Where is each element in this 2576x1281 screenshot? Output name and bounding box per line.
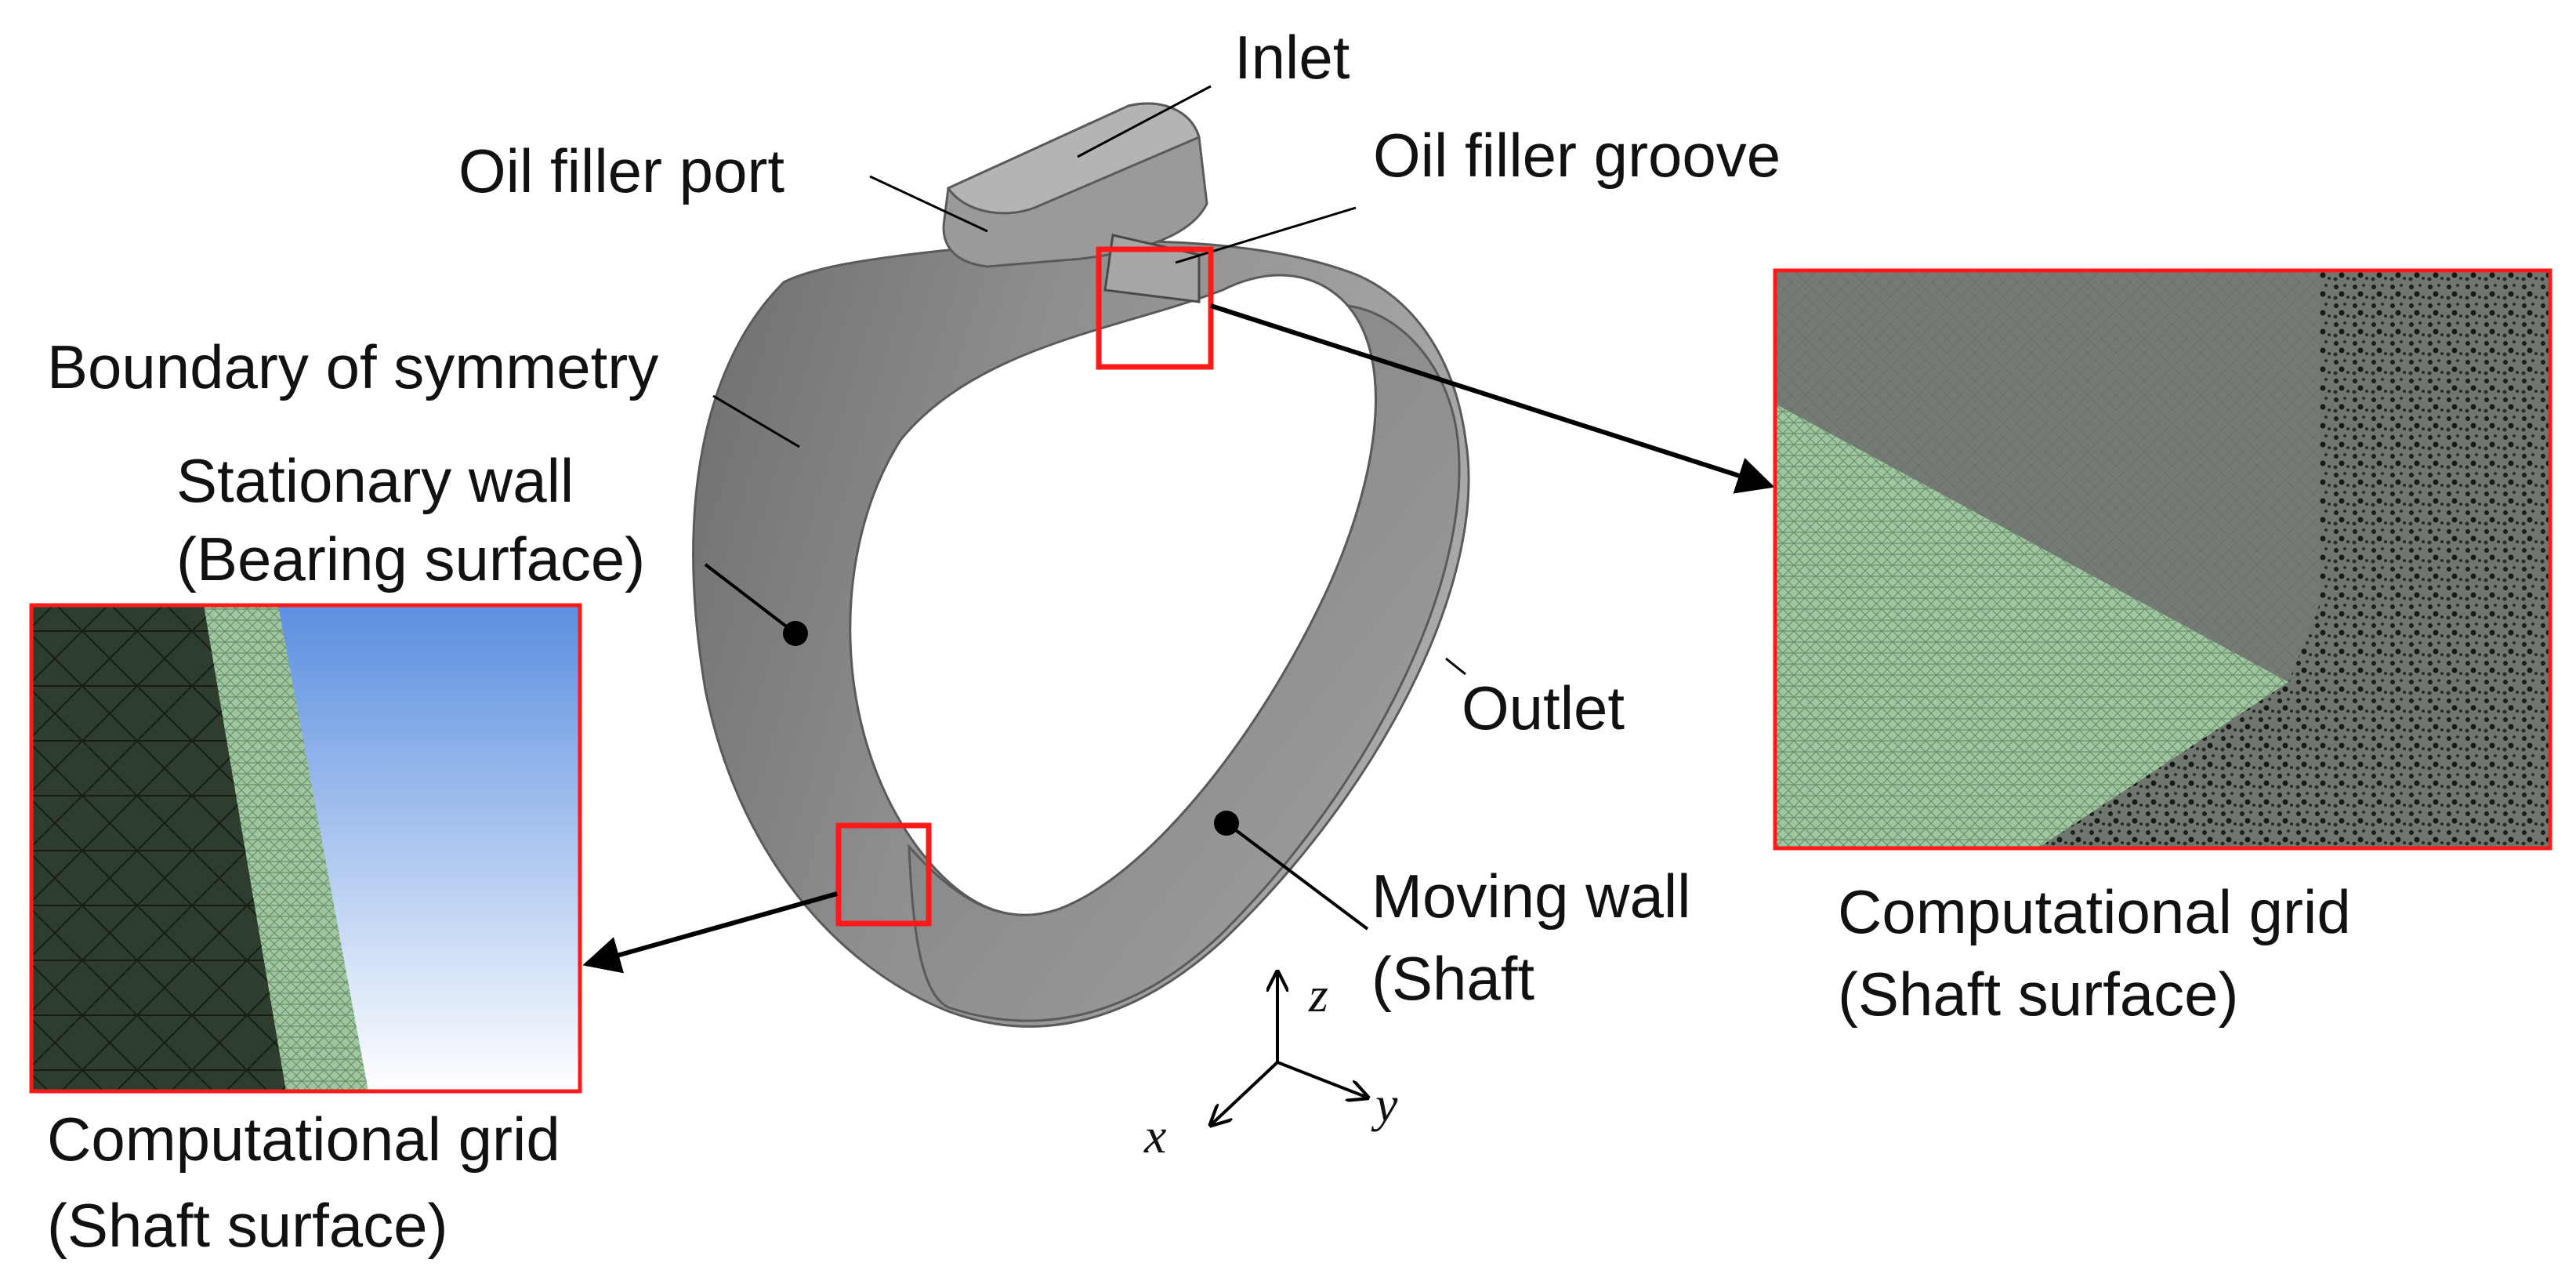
label-boundary-symmetry: Boundary of symmetry xyxy=(47,332,658,401)
grid-panel-left-frame xyxy=(29,603,582,1094)
label-shaft: (Shaft xyxy=(1371,944,1534,1013)
axis-x-label: x xyxy=(1143,1108,1166,1163)
label-inlet: Inlet xyxy=(1234,23,1350,92)
axis-y-label: y xyxy=(1371,1076,1398,1132)
label-grid-left-1: Computational grid xyxy=(47,1105,560,1174)
grid-panel-right-frame xyxy=(1773,268,2552,851)
label-outlet: Outlet xyxy=(1462,673,1625,742)
wall-pointers xyxy=(704,563,1369,931)
bearing-ring xyxy=(692,102,1470,1028)
label-oil-filler-port: Oil filler port xyxy=(458,136,784,205)
label-stationary-wall: Stationary wall xyxy=(176,446,574,515)
label-bearing-surface: (Bearing surface) xyxy=(176,524,645,593)
leader-lines xyxy=(712,85,1466,676)
oil-filler-port-top xyxy=(946,102,1201,215)
arrow-to-left-panel xyxy=(582,891,838,974)
label-grid-right-2: (Shaft surface) xyxy=(1838,960,2239,1029)
label-grid-right-1: Computational grid xyxy=(1838,877,2351,946)
label-moving-wall: Moving wall xyxy=(1371,862,1690,931)
label-oil-filler-groove: Oil filler groove xyxy=(1373,121,1781,190)
coordinate-axes xyxy=(1211,972,1368,1125)
stationary-wall-dot xyxy=(783,621,808,646)
arrow-to-right-panel xyxy=(1210,303,1775,494)
axis-y xyxy=(1277,1061,1368,1098)
ring-inner-band xyxy=(908,303,1461,1022)
axis-x xyxy=(1211,1061,1279,1125)
axis-z-label: z xyxy=(1308,967,1328,1022)
shaft-highlight-box xyxy=(835,822,932,927)
moving-wall-dot xyxy=(1214,811,1239,836)
grid-panel-right xyxy=(1775,270,2550,848)
label-grid-left-2: (Shaft surface) xyxy=(47,1191,448,1260)
grid-panel-left xyxy=(31,605,580,1091)
